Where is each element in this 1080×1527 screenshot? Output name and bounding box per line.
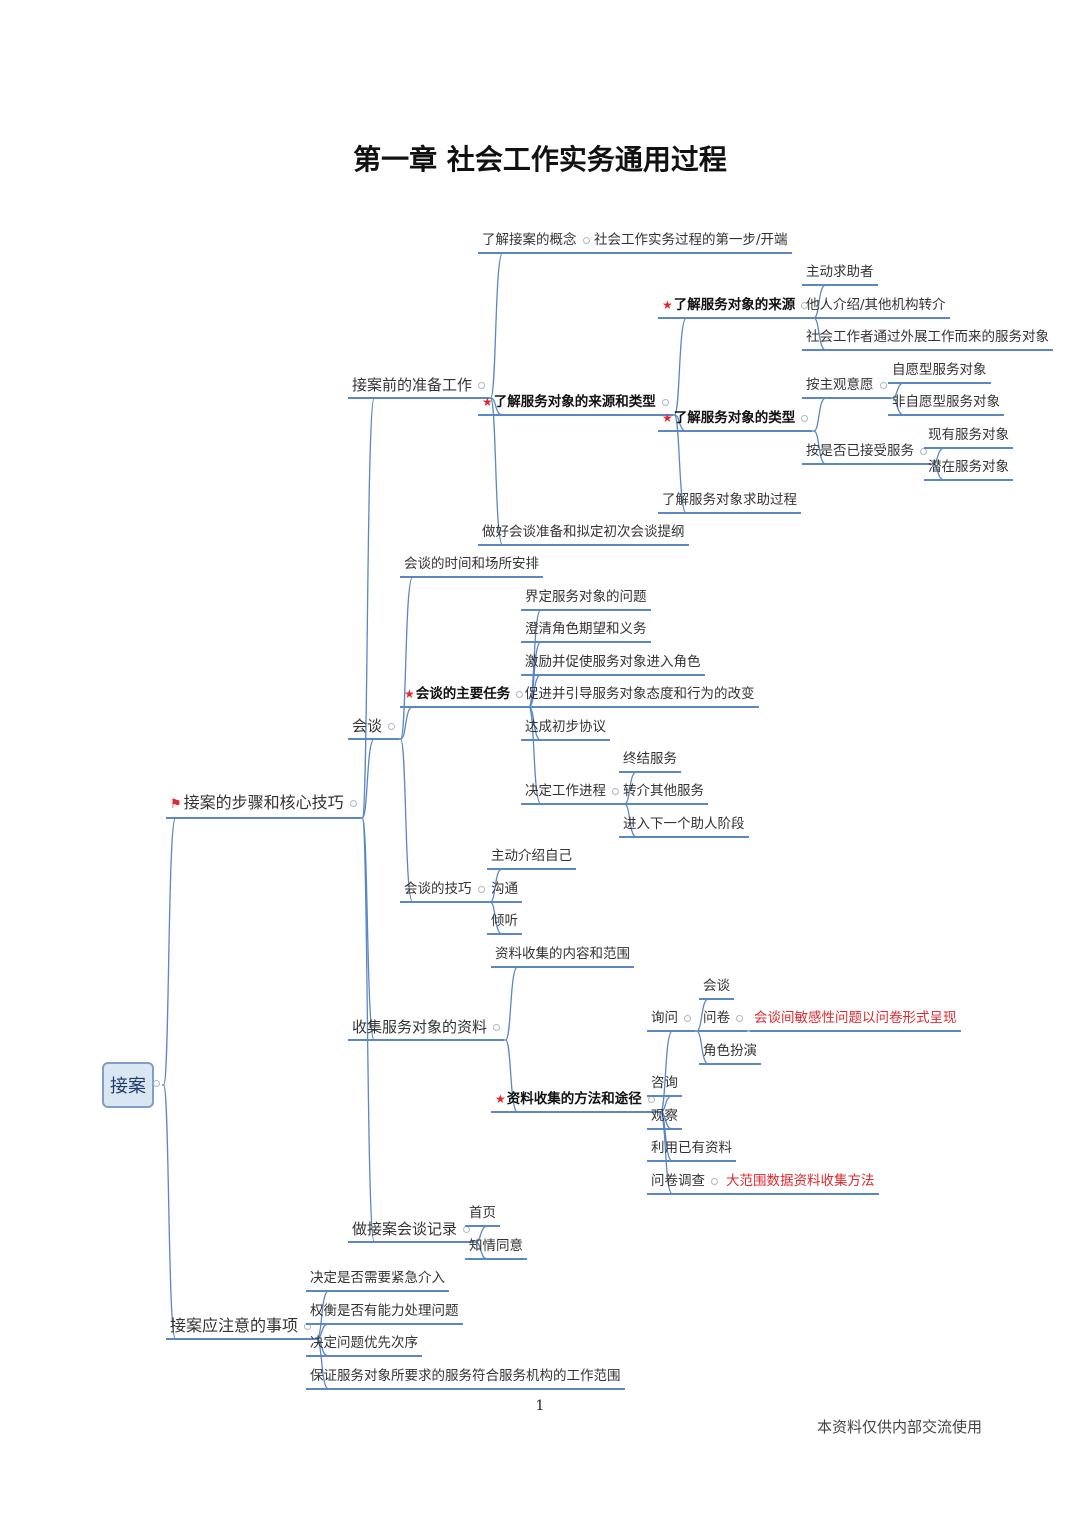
page-title: 第一章 社会工作实务通用过程	[353, 143, 727, 176]
collapse-toggle-icon[interactable]	[801, 301, 809, 309]
node-a1b2[interactable]: ★了解服务对象的类型	[658, 409, 813, 432]
node-a3b1[interactable]: 询问	[647, 1009, 695, 1032]
node-a1b2b[interactable]: 按是否已接受服务	[802, 442, 931, 465]
node-a1b1[interactable]: ★了解服务对象的来源	[658, 296, 813, 319]
node-a3b1b1[interactable]: 会谈间敏感性问题以问卷形式呈现	[750, 1009, 961, 1032]
root-node[interactable]: 接案	[102, 1062, 154, 1108]
collapse-toggle-icon[interactable]	[516, 690, 524, 698]
collapse-toggle-icon[interactable]	[684, 1014, 691, 1022]
node-a2c3[interactable]: 倾听	[487, 912, 522, 935]
node-a3b5a[interactable]: 大范围数据资料收集方法	[722, 1172, 879, 1195]
node-a3b1a[interactable]: 会谈	[699, 977, 734, 1000]
connector-line	[348, 817, 375, 1041]
node-a1b2a[interactable]: 按主观意愿	[802, 376, 891, 399]
node-a3[interactable]: 收集服务对象的资料	[348, 1018, 505, 1041]
connector-line	[478, 252, 504, 399]
collapse-toggle-icon[interactable]	[661, 398, 669, 406]
node-a2b6b[interactable]: 转介其他服务	[619, 782, 708, 805]
node-a3b3[interactable]: 观察	[647, 1107, 682, 1130]
connector-line	[658, 317, 687, 416]
connector-line	[348, 817, 375, 1243]
node-a4a[interactable]: 首页	[465, 1204, 500, 1227]
collapse-toggle-icon[interactable]	[477, 885, 485, 893]
node-b[interactable]: 接案应注意的事项	[166, 1317, 316, 1340]
node-b4[interactable]: 保证服务对象所要求的服务符合服务机构的工作范围	[306, 1367, 625, 1390]
node-a2b6[interactable]: 决定工作进程	[521, 782, 623, 805]
node-a3b1c[interactable]: 角色扮演	[699, 1042, 761, 1065]
node-a3b[interactable]: ★资料收集的方法和途径	[491, 1090, 659, 1113]
collapse-toggle-icon[interactable]	[388, 723, 396, 730]
star-icon: ★	[495, 1092, 506, 1106]
node-a1b1a[interactable]: 主动求助者	[802, 263, 878, 286]
node-a3b1b[interactable]: 问卷	[699, 1009, 747, 1032]
star-icon: ★	[482, 395, 493, 409]
connector-line	[399, 706, 413, 740]
node-a3b4[interactable]: 利用已有资料	[647, 1139, 736, 1162]
node-a1b3[interactable]: 了解服务对象求助过程	[658, 491, 801, 514]
node-b1[interactable]: 决定是否需要紧急介入	[306, 1269, 449, 1292]
node-a2a[interactable]: 会谈的时间和场所安排	[400, 555, 543, 578]
collapse-toggle-icon[interactable]	[153, 1080, 160, 1087]
node-a2[interactable]: 会谈	[348, 717, 400, 740]
collapse-toggle-icon[interactable]	[736, 1014, 743, 1022]
node-a1b[interactable]: ★了解服务对象的来源和类型	[478, 393, 673, 416]
connector-line	[399, 738, 414, 903]
page-number: 1	[535, 1398, 545, 1414]
node-b3[interactable]: 决定问题优先次序	[306, 1334, 422, 1357]
node-a1b2b2[interactable]: 潜在服务对象	[924, 458, 1013, 481]
star-icon: ★	[662, 298, 673, 312]
node-a1c[interactable]: 做好会谈准备和拟定初次会谈提纲	[478, 523, 689, 546]
connector-line	[658, 414, 687, 514]
node-a1b2b1[interactable]: 现有服务对象	[924, 426, 1013, 449]
collapse-toggle-icon[interactable]	[463, 1226, 471, 1233]
node-a3b5[interactable]: 问卷调查	[647, 1172, 722, 1195]
node-a2b3[interactable]: 激励并促使服务对象进入角色	[521, 653, 705, 676]
node-a2c1[interactable]: 主动介绍自己	[487, 847, 576, 870]
collapse-toggle-icon[interactable]	[349, 800, 357, 807]
node-a4[interactable]: 做接案会谈记录	[348, 1220, 475, 1243]
node-a2b4[interactable]: 促进并引导服务对象态度和行为的改变	[521, 685, 759, 708]
node-a1b2a1[interactable]: 自愿型服务对象	[888, 361, 991, 384]
collapse-toggle-icon[interactable]	[612, 787, 619, 795]
node-a1b2a2[interactable]: 非自愿型服务对象	[888, 393, 1004, 416]
node-a2b6a[interactable]: 终结服务	[619, 750, 681, 773]
node-a2b[interactable]: ★会谈的主要任务	[400, 685, 528, 708]
node-a1b1c[interactable]: 社会工作者通过外展工作而来的服务对象	[802, 328, 1053, 351]
footer-note: 本资料仅供内部交流使用	[816, 1418, 982, 1436]
connector-line	[348, 397, 375, 819]
node-a1a1[interactable]: 社会工作实务过程的第一步/开端	[590, 231, 792, 254]
connector-line	[399, 576, 414, 740]
node-a2b1[interactable]: 界定服务对象的问题	[521, 588, 651, 611]
node-b2[interactable]: 权衡是否有能力处理问题	[306, 1302, 463, 1325]
connector-line	[521, 706, 542, 805]
collapse-toggle-icon[interactable]	[493, 1024, 501, 1031]
connector-line	[478, 397, 504, 546]
collapse-toggle-icon[interactable]	[582, 236, 590, 244]
collapse-toggle-icon[interactable]	[711, 1177, 718, 1185]
collapse-toggle-icon[interactable]	[920, 447, 927, 455]
node-a4b[interactable]: 知情同意	[465, 1237, 527, 1260]
node-a2b2[interactable]: 澄清角色期望和义务	[521, 620, 651, 643]
node-a2b6c[interactable]: 进入下一个助人阶段	[619, 815, 749, 838]
node-a1[interactable]: 接案前的准备工作	[348, 376, 490, 399]
connector-line	[162, 1084, 177, 1340]
node-a2c[interactable]: 会谈的技巧	[400, 880, 489, 903]
star-icon: ★	[662, 411, 673, 425]
flag-icon: ⚑	[170, 797, 182, 812]
node-a1b1b[interactable]: 他人介绍/其他机构转介	[802, 296, 950, 319]
collapse-toggle-icon[interactable]	[801, 414, 809, 422]
star-icon: ★	[404, 687, 415, 701]
node-a2c2[interactable]: 沟通	[487, 880, 522, 903]
node-a3a[interactable]: 资料收集的内容和范围	[491, 945, 634, 968]
collapse-toggle-icon[interactable]	[879, 381, 887, 389]
collapse-toggle-icon[interactable]	[478, 382, 486, 389]
node-a1a[interactable]: 了解接案的概念	[478, 231, 594, 254]
node-a3b2[interactable]: 咨询	[647, 1074, 682, 1097]
connector-line	[162, 817, 177, 1086]
node-a[interactable]: ⚑接案的步骤和核心技巧	[166, 794, 361, 819]
node-a2b5[interactable]: 达成初步协议	[521, 718, 610, 741]
